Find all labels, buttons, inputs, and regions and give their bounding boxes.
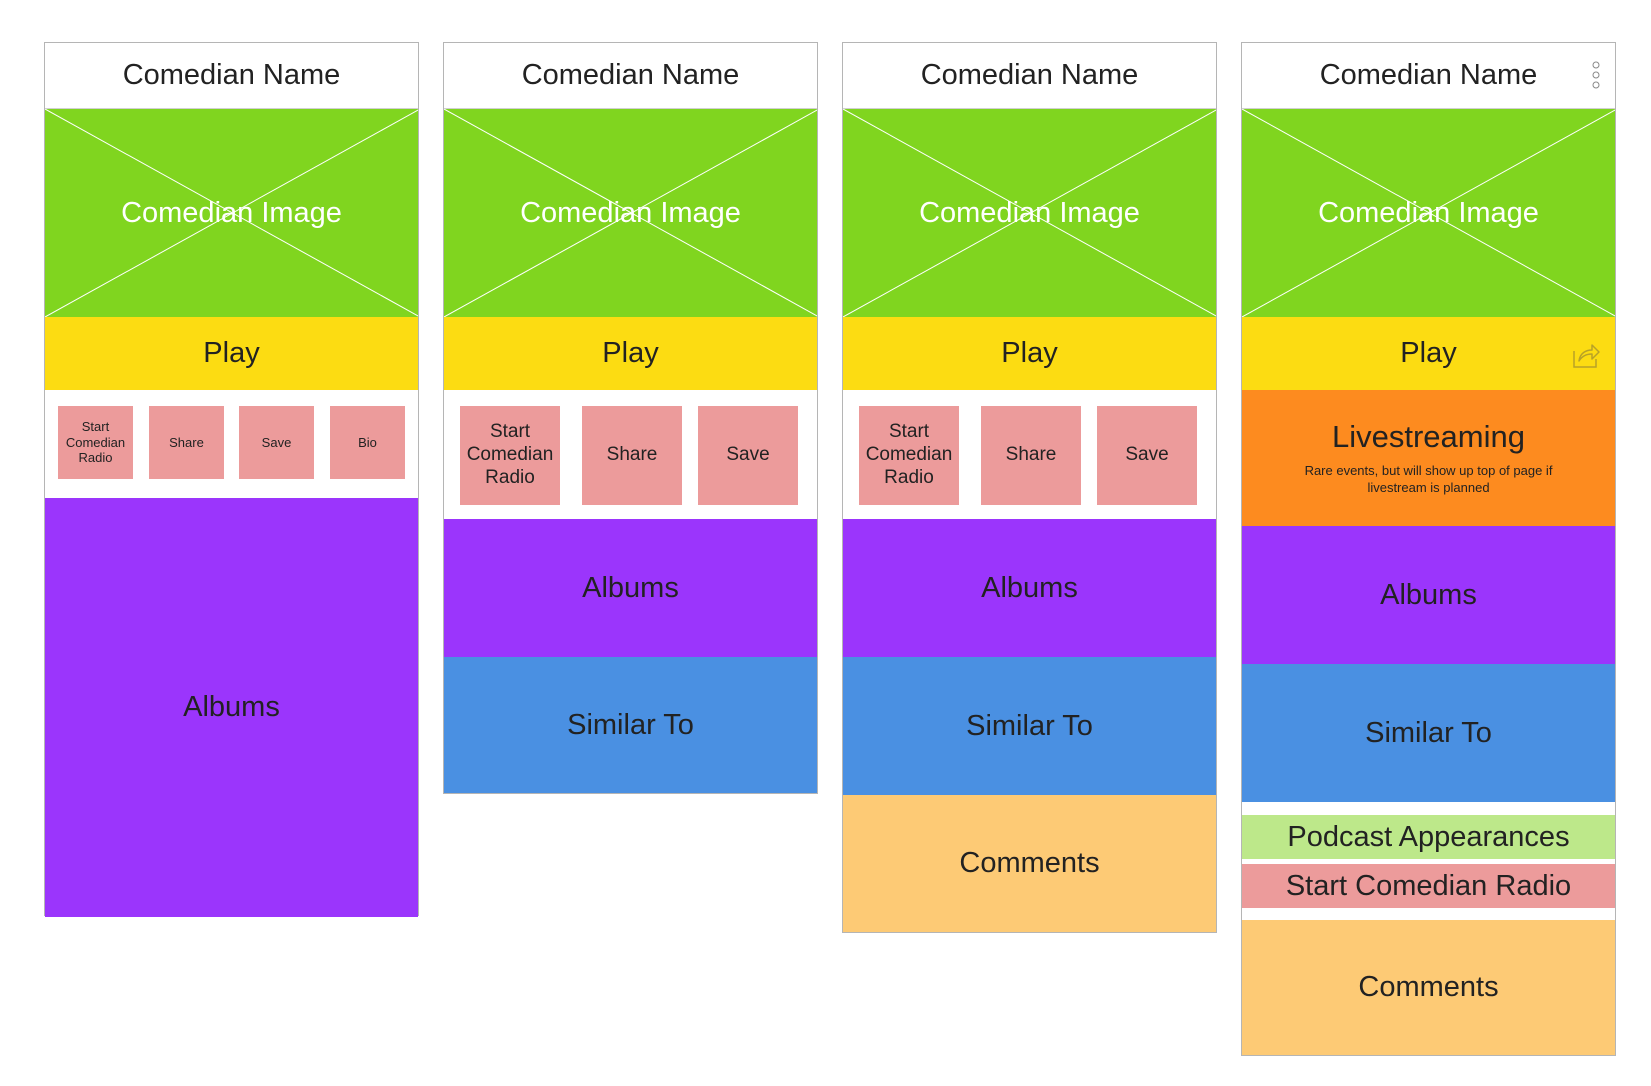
share-button[interactable]: Share [149,406,224,479]
albums-section[interactable]: Albums [45,498,418,917]
similar-to-section[interactable]: Similar To [444,657,817,793]
save-button[interactable]: Save [698,406,798,505]
play-button[interactable]: Play [1400,337,1457,369]
save-button[interactable]: Save [239,406,314,479]
start-radio-button[interactable]: Start Comedian Radio [859,406,959,505]
start-radio-button[interactable]: Start Comedian Radio [58,406,133,479]
play-button[interactable]: Play [45,317,418,390]
wireframe-4: Comedian Name Comedian Image Play Livest… [1241,42,1616,1056]
albums-section[interactable]: Albums [444,519,817,657]
comedian-image-placeholder: Comedian Image [843,109,1216,317]
comedian-image-label: Comedian Image [1318,196,1539,229]
livestreaming-title: Livestreaming [1332,419,1525,455]
play-bar: Play [1242,317,1615,390]
comments-section[interactable]: Comments [843,795,1216,932]
bio-button[interactable]: Bio [330,406,405,479]
share-arrow-icon[interactable] [1571,341,1601,369]
wireframe-1: Comedian Name Comedian Image Play Start … [44,42,419,917]
save-button[interactable]: Save [1097,406,1197,505]
start-radio-bar[interactable]: Start Comedian Radio [1242,864,1615,908]
placeholder-cross-icon [45,109,418,317]
wireframe-3: Comedian Name Comedian Image Play Start … [842,42,1217,933]
comedian-image-label: Comedian Image [121,196,342,229]
comments-section[interactable]: Comments [1242,920,1615,1055]
placeholder-cross-icon [444,109,817,317]
comedian-image-placeholder: Comedian Image [1242,109,1615,317]
action-buttons-row: Start Comedian Radio Share Save [843,390,1216,519]
play-button[interactable]: Play [444,317,817,390]
comedian-name-title: Comedian Name [444,43,817,109]
placeholder-cross-icon [1242,109,1615,317]
comedian-name-title: Comedian Name [843,43,1216,109]
similar-to-section[interactable]: Similar To [1242,664,1615,802]
comedian-name-title: Comedian Name [45,43,418,109]
albums-section[interactable]: Albums [843,519,1216,657]
action-buttons-row: Start Comedian Radio Share Save Bio [45,390,418,498]
wireframe-2: Comedian Name Comedian Image Play Start … [443,42,818,794]
action-buttons-row: Start Comedian Radio Share Save [444,390,817,519]
livestreaming-note: Rare events, but will show up top of pag… [1304,463,1553,495]
comedian-image-label: Comedian Image [919,196,1140,229]
livestreaming-section[interactable]: Livestreaming Rare events, but will show… [1242,390,1615,526]
share-button[interactable]: Share [981,406,1081,505]
podcast-appearances-section[interactable]: Podcast Appearances [1242,815,1615,859]
comedian-image-label: Comedian Image [520,196,741,229]
start-radio-button[interactable]: Start Comedian Radio [460,406,560,505]
comedian-name-title: Comedian Name [1242,43,1615,109]
albums-section[interactable]: Albums [1242,526,1615,664]
comedian-image-placeholder: Comedian Image [45,109,418,317]
share-button[interactable]: Share [582,406,682,505]
more-options-icon[interactable] [1591,61,1601,91]
comedian-image-placeholder: Comedian Image [444,109,817,317]
similar-to-section[interactable]: Similar To [843,657,1216,795]
play-button[interactable]: Play [843,317,1216,390]
placeholder-cross-icon [843,109,1216,317]
